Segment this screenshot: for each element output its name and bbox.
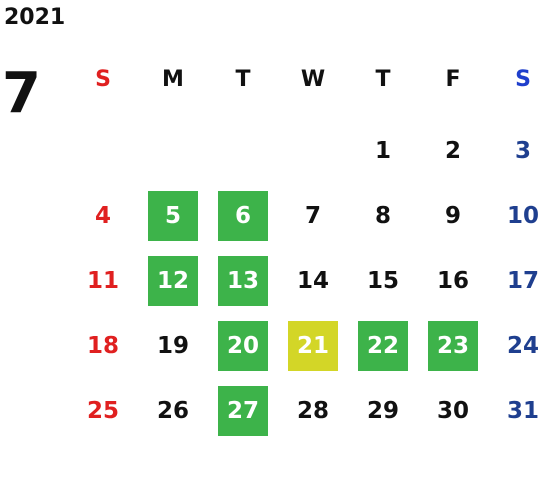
day-cell-28[interactable]: 28 [296, 398, 329, 424]
weekday-wed: W [300, 67, 326, 92]
weekday-mon: M [162, 67, 184, 92]
month-number: 7 [2, 61, 41, 126]
day-cell-16[interactable]: 16 [436, 268, 469, 294]
day-cell-27[interactable]: 27 [218, 386, 268, 436]
day-cell-10[interactable]: 10 [506, 203, 539, 229]
day-cell-20[interactable]: 20 [218, 321, 268, 371]
day-cell-9[interactable]: 9 [444, 203, 461, 229]
day-cell-3[interactable]: 3 [514, 138, 531, 164]
day-cell-4[interactable]: 4 [94, 203, 111, 229]
day-cell-18[interactable]: 18 [86, 333, 119, 359]
year-label: 2021 [4, 5, 66, 30]
day-cell-22[interactable]: 22 [358, 321, 408, 371]
day-cell-17[interactable]: 17 [506, 268, 539, 294]
day-cell-21[interactable]: 21 [288, 321, 338, 371]
day-cell-5[interactable]: 5 [148, 191, 198, 241]
day-cell-15[interactable]: 15 [366, 268, 399, 294]
day-cell-12[interactable]: 12 [148, 256, 198, 306]
day-cell-6[interactable]: 6 [218, 191, 268, 241]
weekday-sat: S [515, 67, 531, 92]
day-cell-25[interactable]: 25 [86, 398, 119, 424]
weekday-thu: T [375, 67, 391, 92]
day-cell-23[interactable]: 23 [428, 321, 478, 371]
weekday-tue: T [235, 67, 251, 92]
weekday-sun: S [95, 67, 111, 92]
day-cell-13[interactable]: 13 [218, 256, 268, 306]
day-cell-7[interactable]: 7 [304, 203, 321, 229]
day-cell-26[interactable]: 26 [156, 398, 189, 424]
day-cell-31[interactable]: 31 [506, 398, 539, 424]
day-cell-8[interactable]: 8 [374, 203, 391, 229]
day-cell-1[interactable]: 1 [374, 138, 391, 164]
day-cell-29[interactable]: 29 [366, 398, 399, 424]
day-cell-14[interactable]: 14 [296, 268, 329, 294]
day-cell-30[interactable]: 30 [436, 398, 469, 424]
day-cell-2[interactable]: 2 [444, 138, 461, 164]
weekday-fri: F [445, 67, 461, 92]
day-cell-24[interactable]: 24 [506, 333, 539, 359]
day-cell-11[interactable]: 11 [86, 268, 119, 294]
day-cell-19[interactable]: 19 [156, 333, 189, 359]
